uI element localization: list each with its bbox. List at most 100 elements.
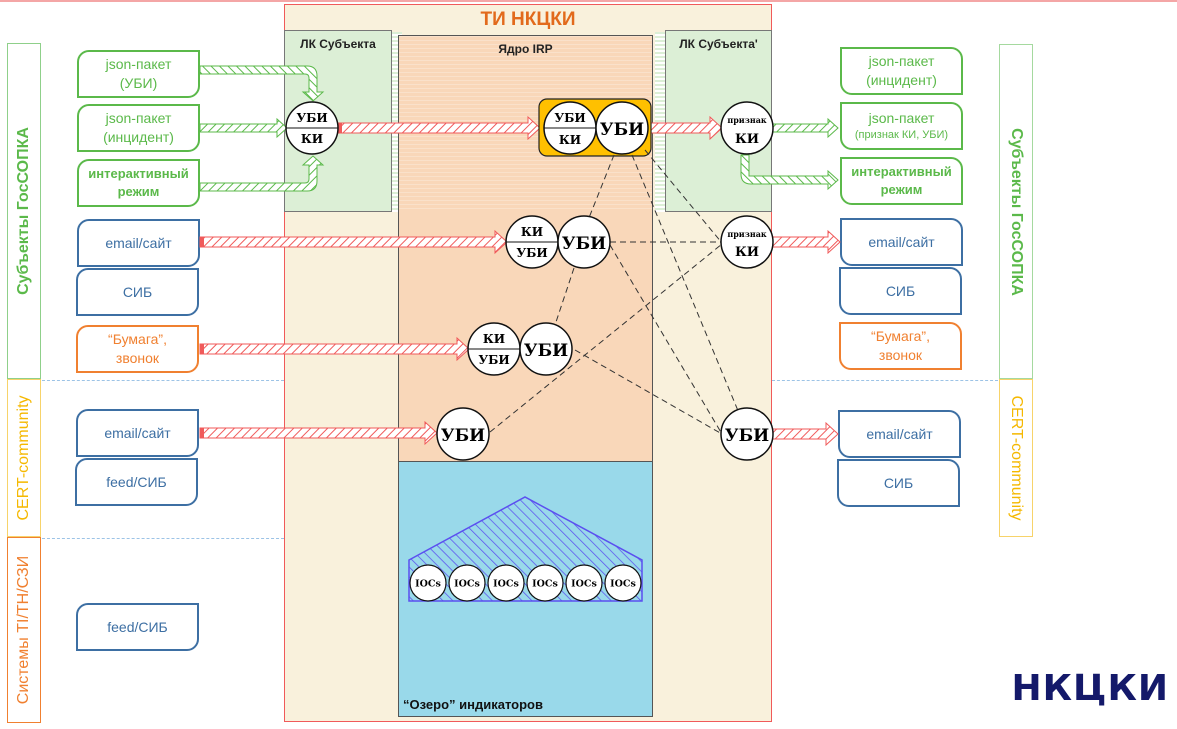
box-line: “Бумага”, [108, 331, 167, 348]
node-label: УБИ [296, 111, 327, 125]
node-label: КИ [735, 132, 759, 147]
side-label-cert-left: CERT-community [7, 379, 41, 537]
box-line: СИБ [122, 283, 153, 300]
ioc-label: IOCs [610, 579, 636, 590]
dest-sib[interactable]: СИБ [839, 267, 962, 315]
top-border-line [0, 0, 1177, 2]
dest-json-priznak[interactable]: json-пакет (признак КИ, УБИ) [840, 102, 963, 150]
node-label: УБИ [562, 234, 606, 254]
arrow-email-to-core [199, 229, 508, 255]
ioc-node[interactable]: IOCs [487, 564, 525, 602]
box-line: (признак КИ, УБИ) [854, 129, 949, 142]
arrow-core-to-lk [649, 115, 723, 141]
arrow-lk-to-core [337, 115, 541, 141]
ioc-node[interactable]: IOCs [565, 564, 603, 602]
source-email-site[interactable]: email/сайт [77, 219, 200, 267]
ioc-label: IOCs [454, 579, 480, 590]
node-email-split[interactable]: КИ УБИ [505, 215, 559, 269]
node-label: КИ [483, 332, 505, 346]
node-lk-out[interactable]: признак КИ [720, 101, 774, 155]
link [574, 349, 723, 435]
source-cert-email-site[interactable]: email/сайт [76, 409, 199, 457]
dest-paper-call[interactable]: “Бумага”, звонок [839, 322, 962, 370]
box-line: звонок [878, 347, 923, 363]
box-line: интерактивный [851, 164, 952, 180]
separator-line [42, 380, 284, 381]
side-label-gossopka-right: Субъекты ГосСОПКА [999, 44, 1033, 379]
ioc-node[interactable]: IOCs [409, 564, 447, 602]
dest-cert-sib[interactable]: СИБ [837, 459, 960, 507]
arrow-interactive [199, 155, 325, 192]
source-json-incident[interactable]: json-пакет(инцидент) [77, 104, 200, 152]
ioc-node[interactable]: IOCs [448, 564, 486, 602]
node-label: УБИ [441, 426, 485, 446]
node-label: УБИ [524, 341, 568, 361]
arrow-priznak-to-email [771, 229, 841, 255]
node-email-ubi[interactable]: УБИ [557, 215, 611, 269]
arrow-tail [338, 123, 342, 133]
arrow-json-incident [199, 117, 288, 139]
node-label: признак [727, 115, 767, 125]
node-label: признак [727, 229, 767, 239]
ioc-circles: IOCs IOCs IOCs IOCs IOCs IOCs [409, 564, 642, 602]
box-line: СИБ [883, 474, 914, 491]
arrow-cert-to-core [199, 420, 438, 446]
stripe-decoration [392, 32, 402, 212]
irp-core-title: Ядро IRP [498, 42, 553, 56]
link [609, 244, 723, 435]
node-core-ubi[interactable]: УБИ [595, 101, 649, 155]
node-label: КИ [735, 245, 759, 260]
dest-json-incident[interactable]: json-пакет(инцидент) [840, 47, 963, 95]
node-cert-ubi[interactable]: УБИ [436, 407, 490, 461]
arrow-tail [200, 344, 204, 354]
node-out-priznak[interactable]: признак КИ [720, 215, 774, 269]
source-systems-feed-sib[interactable]: feed/СИБ [76, 603, 199, 651]
nkcki-logo: НКЦКИ [1011, 668, 1169, 709]
source-sib[interactable]: СИБ [76, 268, 199, 316]
box-line: “Бумага”, [871, 328, 930, 345]
box-line: режим [117, 184, 160, 199]
ioc-node[interactable]: IOCs [526, 564, 564, 602]
ioc-label: IOCs [493, 579, 519, 590]
box-line: email/сайт [105, 234, 172, 251]
arrow-tail [200, 237, 204, 247]
node-label: КИ [301, 132, 323, 146]
node-out-ubi[interactable]: УБИ [720, 407, 774, 461]
source-paper-call[interactable]: “Бумага”,звонок [76, 325, 199, 373]
separator-line [42, 538, 284, 539]
box-line: email/сайт [866, 425, 933, 442]
indicator-lake-title: “Озеро” индикаторов [403, 697, 543, 712]
arrow-ubi-to-cert [771, 421, 839, 447]
box-line: json-пакет [868, 110, 935, 127]
box-line: (УБИ) [119, 75, 158, 91]
side-label-gossopka-left: Субъекты ГосСОПКА [7, 43, 41, 379]
node-label: УБИ [725, 426, 769, 446]
dest-cert-email-site[interactable]: email/сайт [838, 410, 961, 458]
source-cert-feed-sib[interactable]: feed/СИБ [75, 458, 198, 506]
arrow-paper-to-core [199, 336, 470, 362]
node-label: КИ [559, 133, 581, 147]
box-line: json-пакет [868, 53, 935, 70]
node-core-split[interactable]: УБИ КИ [543, 101, 597, 155]
box-line: email/сайт [868, 233, 935, 250]
arrow-tail [200, 428, 204, 438]
box-line: feed/СИБ [107, 618, 168, 635]
node-lk-in[interactable]: УБИ КИ [285, 101, 339, 155]
box-line: feed/СИБ [106, 473, 167, 490]
box-line: email/сайт [104, 424, 171, 441]
node-label: УБИ [516, 246, 547, 260]
node-label: УБИ [478, 353, 509, 367]
ioc-label: IOCs [571, 579, 597, 590]
node-paper-ubi[interactable]: УБИ [519, 322, 573, 376]
separator-line [772, 380, 998, 381]
node-paper-split[interactable]: КИ УБИ [467, 322, 521, 376]
link [554, 267, 575, 326]
source-json-ubi[interactable]: json-пакет(УБИ) [77, 50, 200, 98]
dest-email-site[interactable]: email/сайт [840, 218, 963, 266]
ioc-node[interactable]: IOCs [604, 564, 642, 602]
link [644, 149, 723, 244]
lk-subject-prime-title: ЛК Субъекта' [679, 37, 758, 51]
